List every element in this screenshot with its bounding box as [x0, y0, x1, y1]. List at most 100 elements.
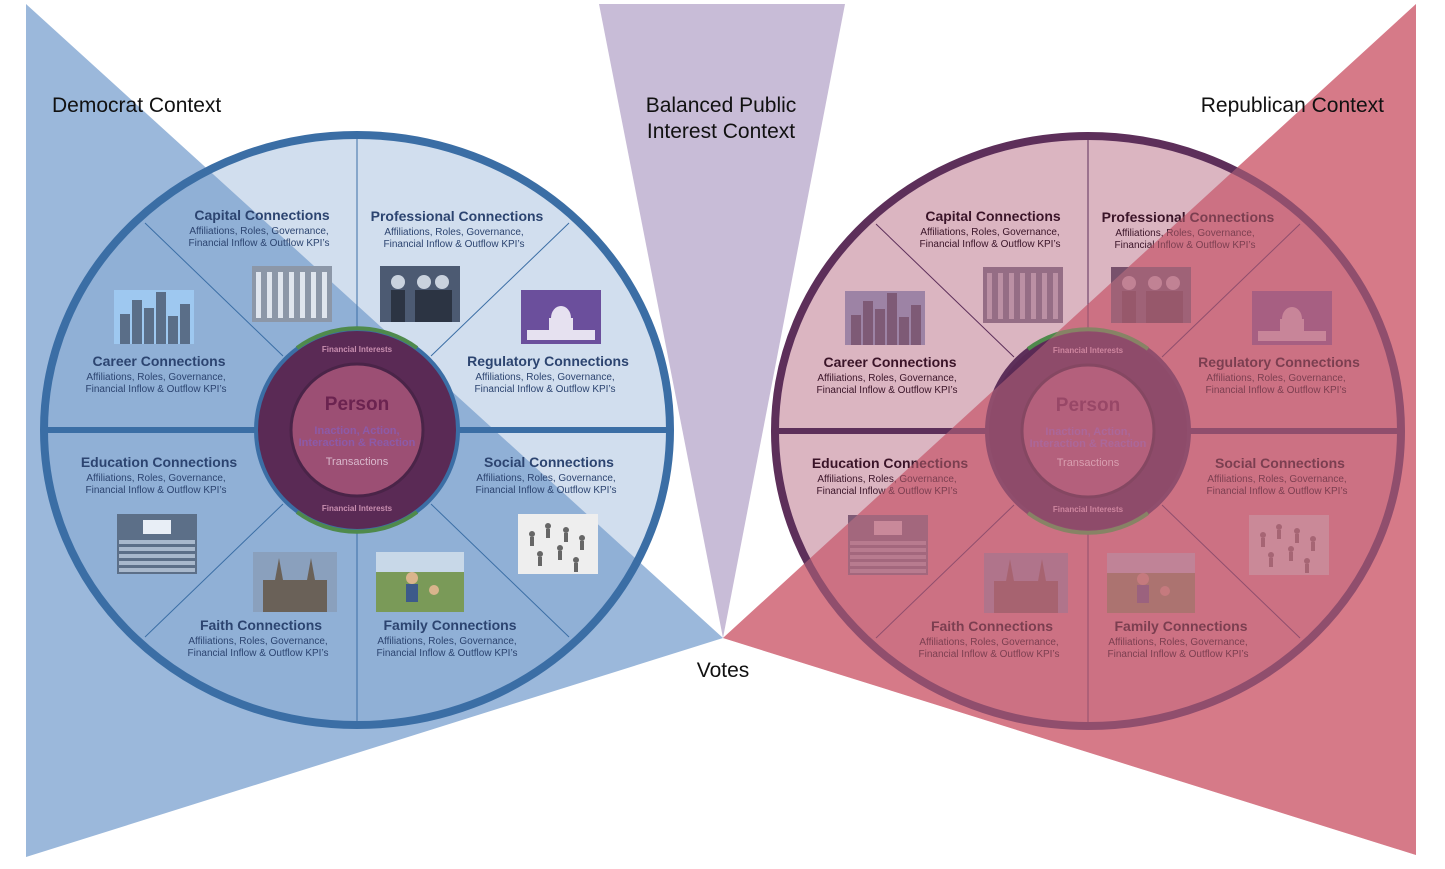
balanced-context-title-line1: Balanced Public	[646, 94, 797, 117]
connection-subtitle-line2: Financial Inflow & Outflow KPI’s	[919, 649, 1060, 660]
connection-subtitle-line1: Affiliations, Roles, Governance,	[1207, 474, 1346, 485]
business-people-photo	[1111, 267, 1191, 323]
columns-photo	[252, 266, 332, 322]
connection-title: Professional Connections	[1102, 209, 1275, 225]
cathedral-photo	[984, 553, 1068, 613]
family-photo	[376, 552, 464, 612]
connection-subtitle-line1: Affiliations, Roles, Governance,	[817, 474, 956, 485]
balanced-context-title-line2: Interest Context	[647, 120, 795, 143]
connection-subtitle-line2: Financial Inflow & Outflow KPI’s	[1108, 649, 1249, 660]
connection-subtitle-line1: Affiliations, Roles, Governance,	[384, 227, 523, 238]
columns-photo	[983, 267, 1063, 323]
connection-title: Faith Connections	[200, 617, 322, 633]
business-people-photo	[380, 266, 460, 322]
connection-subtitle-line2: Financial Inflow & Outflow KPI’s	[377, 648, 518, 659]
connection-subtitle-line1: Affiliations, Roles, Governance,	[377, 636, 516, 647]
connection-subtitle-line1: Affiliations, Roles, Governance,	[86, 473, 225, 484]
connection-subtitle-line2: Financial Inflow & Outflow KPI’s	[189, 238, 330, 249]
connection-subtitle-line2: Financial Inflow & Outflow KPI’s	[1207, 486, 1348, 497]
balanced-context-wedge	[599, 4, 845, 638]
connection-title: Career Connections	[823, 354, 956, 370]
connection-subtitle-line1: Affiliations, Roles, Governance,	[475, 372, 614, 383]
financial-interests-top: Financial Interests	[1053, 346, 1124, 355]
connection-subtitle-line2: Financial Inflow & Outflow KPI’s	[817, 486, 958, 497]
wheel-spokes	[779, 140, 1397, 722]
connection-subtitle-line2: Financial Inflow & Outflow KPI’s	[920, 239, 1061, 250]
connection-subtitle-line1: Affiliations, Roles, Governance,	[1115, 228, 1254, 239]
connection-subtitle-line2: Financial Inflow & Outflow KPI’s	[475, 384, 616, 395]
connection-subtitle-line1: Affiliations, Roles, Governance,	[188, 636, 327, 647]
capitol-photo	[521, 290, 601, 344]
connection-title: Education Connections	[812, 455, 969, 471]
network-figures-photo	[518, 514, 598, 574]
person-line2: Interaction & Reaction	[299, 437, 416, 449]
connection-subtitle-line2: Financial Inflow & Outflow KPI’s	[384, 239, 525, 250]
connection-title: Faith Connections	[931, 618, 1053, 634]
family-photo	[1107, 553, 1195, 613]
person-title: Person	[1056, 395, 1120, 416]
connection-subtitle-line1: Affiliations, Roles, Governance,	[919, 637, 1058, 648]
lecture-hall-photo	[117, 514, 197, 574]
connection-subtitle-line2: Financial Inflow & Outflow KPI’s	[86, 485, 227, 496]
connection-subtitle-line1: Affiliations, Roles, Governance,	[1108, 637, 1247, 648]
skyline-photo	[114, 290, 194, 344]
connection-title: Education Connections	[81, 454, 238, 470]
connection-subtitle-line1: Affiliations, Roles, Governance,	[817, 373, 956, 384]
cathedral-photo	[253, 552, 337, 612]
connection-title: Family Connections	[1114, 618, 1247, 634]
connection-subtitle-line2: Financial Inflow & Outflow KPI’s	[86, 384, 227, 395]
connection-title: Capital Connections	[194, 207, 330, 223]
transactions-label: Transactions	[1057, 457, 1120, 469]
votes-label: Votes	[697, 659, 750, 682]
connection-subtitle-line2: Financial Inflow & Outflow KPI’s	[476, 485, 617, 496]
skyline-photo	[845, 291, 925, 345]
connection-title: Capital Connections	[925, 208, 1061, 224]
republican-context-title: Republican Context	[1201, 94, 1384, 117]
connection-title: Family Connections	[383, 617, 516, 633]
transactions-label: Transactions	[326, 456, 389, 468]
person-title: Person	[325, 394, 389, 415]
connection-title: Regulatory Connections	[1198, 354, 1360, 370]
financial-interests-bottom: Financial Interests	[1053, 505, 1124, 514]
overlay-layer	[599, 4, 1416, 855]
connection-title: Regulatory Connections	[467, 353, 629, 369]
lecture-hall-photo	[848, 515, 928, 575]
financial-interests-top: Financial Interests	[322, 345, 393, 354]
connection-subtitle-line1: Affiliations, Roles, Governance,	[189, 226, 328, 237]
connection-title: Social Connections	[1215, 455, 1345, 471]
republican-overlay-wedge	[723, 4, 1416, 855]
capitol-photo	[1252, 291, 1332, 345]
connection-subtitle-line2: Financial Inflow & Outflow KPI’s	[1206, 385, 1347, 396]
connection-title: Career Connections	[92, 353, 225, 369]
connection-subtitle-line1: Affiliations, Roles, Governance,	[86, 372, 225, 383]
wheel-spokes	[48, 139, 666, 721]
connection-subtitle-line2: Financial Inflow & Outflow KPI’s	[817, 385, 958, 396]
connection-subtitle-line2: Financial Inflow & Outflow KPI’s	[1115, 240, 1256, 251]
connection-subtitle-line1: Affiliations, Roles, Governance,	[1206, 373, 1345, 384]
person-line2: Interaction & Reaction	[1030, 438, 1147, 450]
connection-subtitle-line1: Affiliations, Roles, Governance,	[920, 227, 1059, 238]
person-line1: Inaction, Action,	[1045, 426, 1130, 438]
connection-subtitle-line2: Financial Inflow & Outflow KPI’s	[188, 648, 329, 659]
